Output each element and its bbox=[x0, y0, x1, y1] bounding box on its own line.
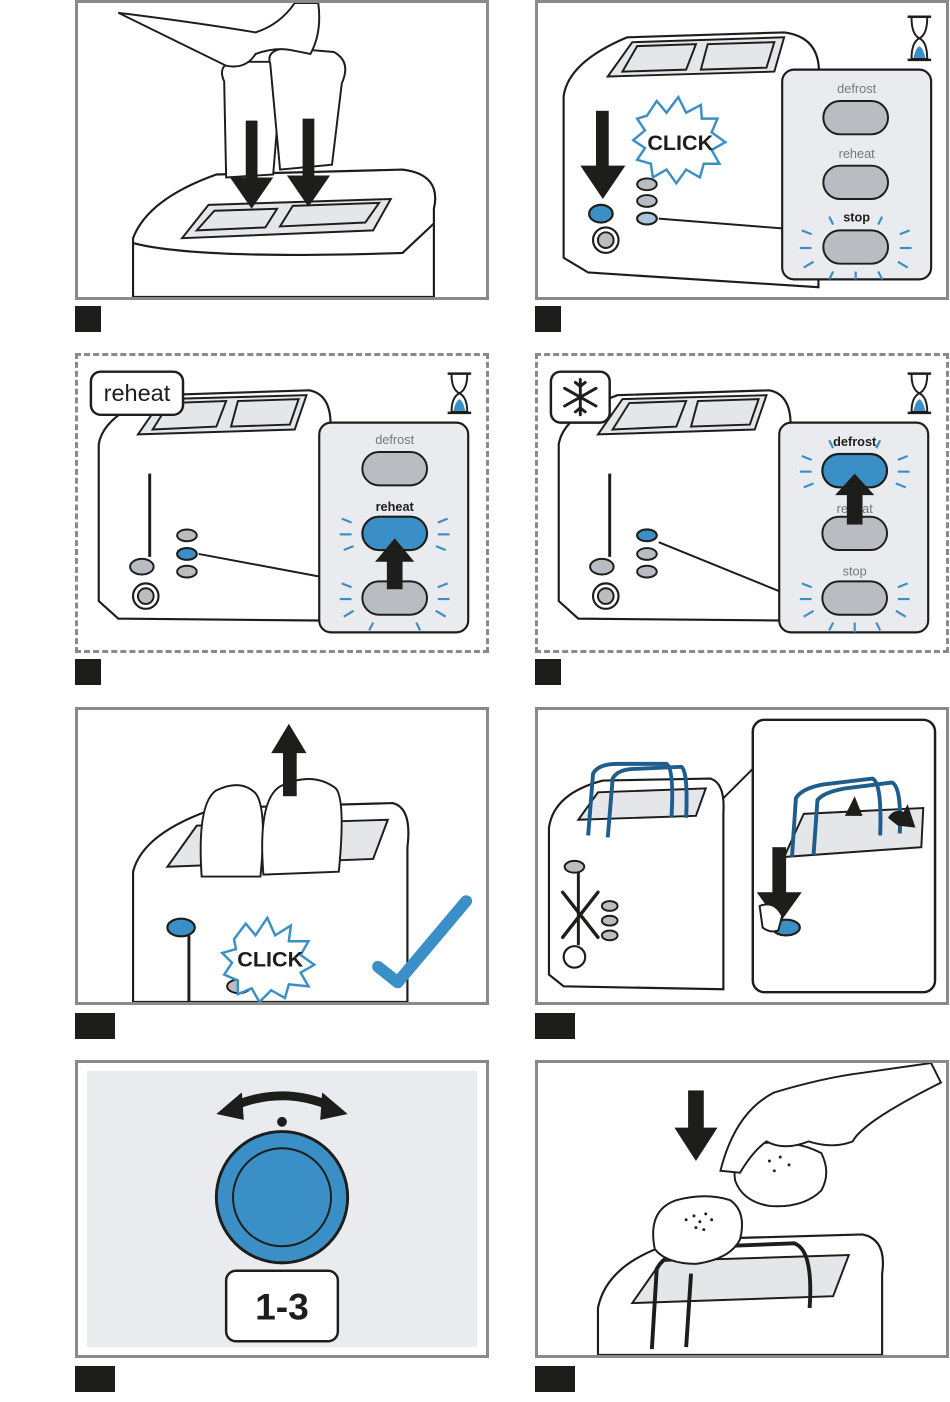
mode-label: reheat bbox=[104, 380, 171, 406]
step-number-box bbox=[75, 659, 101, 685]
hourglass-icon bbox=[908, 374, 932, 413]
step-number-box bbox=[535, 1366, 575, 1392]
step-7-browning-dial-panel: 1-3 bbox=[75, 1060, 489, 1358]
toast-ready-illustration: CLICK bbox=[78, 710, 486, 1002]
step-3-reheat-panel: reheat defrost reheat bbox=[75, 353, 489, 653]
browning-range-label: 1-3 bbox=[255, 1286, 309, 1328]
step-number-box bbox=[75, 306, 101, 332]
stop-label: stop bbox=[843, 564, 867, 579]
hourglass-icon bbox=[908, 17, 932, 60]
stop-label: stop bbox=[843, 210, 870, 225]
step-2-press-lever-panel: CLICK defrost reheat stop bbox=[535, 0, 949, 300]
defrost-illustration: defrost reheat stop bbox=[538, 356, 946, 650]
hourglass-icon bbox=[448, 374, 472, 413]
step-8-warm-rolls-panel bbox=[535, 1060, 949, 1358]
step-number-box bbox=[535, 306, 561, 332]
defrost-button bbox=[362, 452, 427, 485]
browning-dial-illustration: 1-3 bbox=[78, 1063, 486, 1355]
click-label: CLICK bbox=[237, 947, 303, 972]
step-number-box bbox=[75, 1013, 115, 1039]
click-label: CLICK bbox=[647, 130, 713, 155]
press-lever-illustration: CLICK defrost reheat stop bbox=[538, 3, 946, 297]
stop-button bbox=[823, 230, 888, 263]
reheat-button bbox=[823, 166, 888, 199]
browning-dial bbox=[216, 1132, 347, 1263]
insert-bread-illustration bbox=[78, 3, 486, 297]
step-4-defrost-panel: defrost reheat stop bbox=[535, 353, 949, 653]
step-5-toast-ready-panel: CLICK bbox=[75, 707, 489, 1005]
reheat-illustration: reheat defrost reheat bbox=[78, 356, 486, 650]
reheat-label: reheat bbox=[376, 499, 415, 514]
defrost-button bbox=[823, 101, 888, 134]
step-6-bun-rack-panel bbox=[535, 707, 949, 1005]
down-arrow-icon bbox=[674, 1090, 717, 1161]
reheat-label: reheat bbox=[839, 146, 876, 161]
step-number-box bbox=[535, 1013, 575, 1039]
defrost-label: defrost bbox=[837, 81, 876, 96]
stop-button bbox=[822, 581, 887, 614]
warm-rolls-illustration bbox=[538, 1063, 946, 1355]
step-number-box bbox=[535, 659, 561, 685]
defrost-label: defrost bbox=[375, 432, 414, 447]
defrost-label: defrost bbox=[833, 434, 877, 449]
step-1-insert-bread-panel bbox=[75, 0, 489, 300]
step-number-box bbox=[75, 1366, 115, 1392]
bun-rack-illustration bbox=[538, 710, 946, 1002]
